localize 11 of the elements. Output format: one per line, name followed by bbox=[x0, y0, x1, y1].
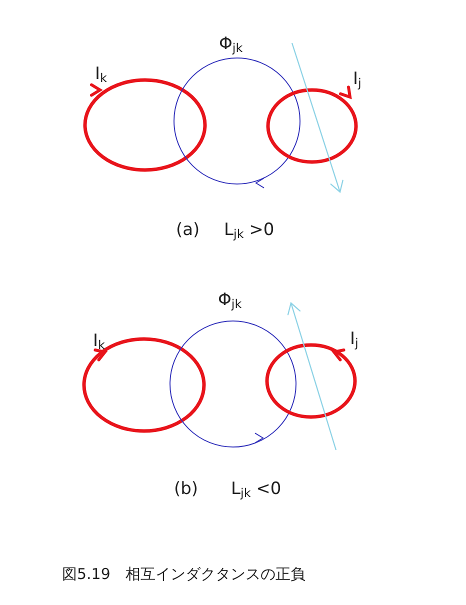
figure-caption: 図5.19 相互インダクタンスの正負 bbox=[62, 567, 306, 582]
current-label: I$_{k}$ bbox=[93, 333, 105, 351]
panel-label: (b) bbox=[174, 481, 198, 498]
current-label: I$_{j}$ bbox=[353, 71, 362, 89]
flux-label: Φ$_{jk}$ bbox=[218, 292, 242, 310]
flux-label: Φ$_{jk}$ bbox=[219, 36, 243, 54]
panel-label: (a) bbox=[176, 222, 200, 239]
inductance-condition: L$_{jk}$ <0 bbox=[231, 481, 282, 499]
current-label: I$_{k}$ bbox=[95, 66, 107, 84]
current-label: I$_{j}$ bbox=[350, 331, 358, 349]
inductance-condition: L$_{jk}$ >0 bbox=[224, 222, 274, 240]
